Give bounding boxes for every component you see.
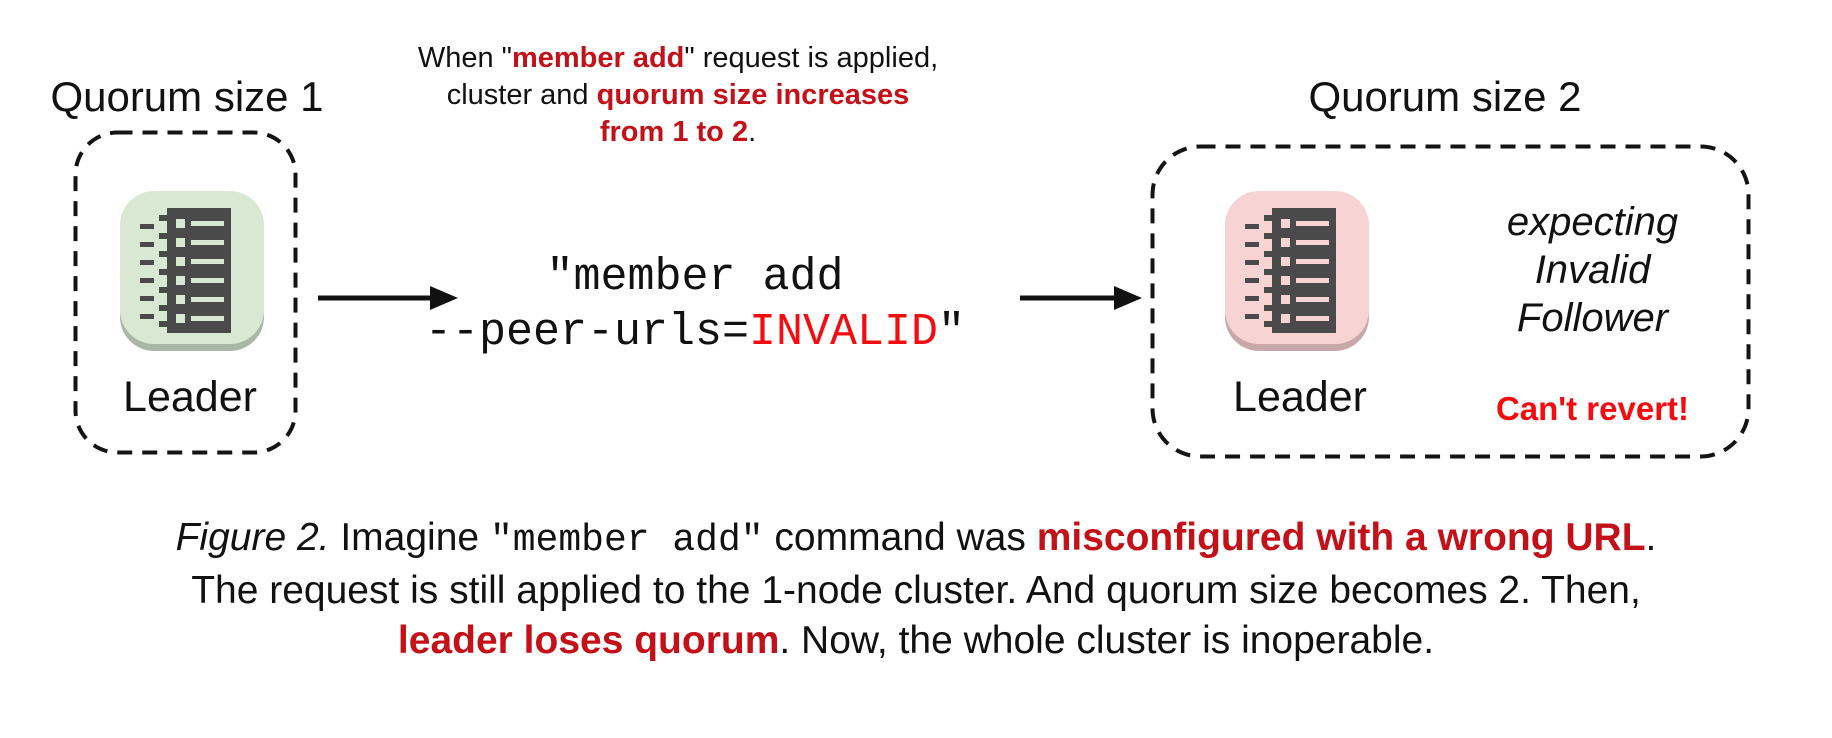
leader-node-icon-pink (1222, 188, 1372, 353)
command-line-1: "member add (546, 252, 844, 303)
caption-text: . (1645, 516, 1657, 559)
arrow-right-icon (318, 286, 458, 310)
left-node-label: Leader (123, 373, 257, 421)
command-text: --peer-urls= (424, 307, 749, 358)
caption-line-3: leader loses quorum. Now, the whole clus… (0, 616, 1832, 666)
command-line-2: --peer-urls=INVALID" (400, 305, 990, 360)
caption-text: Imagine (329, 516, 490, 559)
annotation-text: cluster and (446, 79, 597, 111)
annotation-line-2: cluster and quorum size increases (388, 77, 968, 114)
caption-line-2: The request is still applied to the 1-no… (0, 566, 1832, 616)
caption-text: . Now, the whole cluster is inoperable. (779, 619, 1435, 662)
arrow-right-icon (1020, 286, 1142, 310)
annotation-text: " request is applied, (684, 42, 939, 74)
command-text: " (938, 307, 966, 358)
annotation-text: When " (417, 42, 512, 74)
caption-line-1: Figure 2. Imagine "member add" command w… (0, 513, 1832, 566)
annotation-emphasis: member add (511, 42, 685, 74)
caption-command-text: "member add" (489, 519, 764, 562)
annotation-emphasis: from 1 to 2 (599, 116, 749, 148)
annotation-text: . (748, 116, 757, 148)
annotation-line-3: from 1 to 2. (388, 114, 968, 151)
annotation-line-1: When "member add" request is applied, (388, 40, 968, 77)
right-cluster-boundary (1150, 144, 1751, 459)
leader-node-icon-green (117, 188, 267, 353)
caption-emphasis: leader loses quorum (397, 619, 780, 662)
expectation-line: expecting (1506, 200, 1679, 244)
caption-emphasis: misconfigured with a wrong URL (1036, 516, 1646, 559)
expectation-note: expecting Invalid Follower (1440, 198, 1745, 342)
member-ledger-icon (1225, 191, 1369, 351)
member-add-annotation: When "member add" request is applied, cl… (388, 40, 968, 151)
caption-text: The request is still applied to the 1-no… (191, 569, 1641, 612)
left-cluster-title: Quorum size 1 (50, 73, 324, 120)
figure-number: Figure 2. (175, 516, 330, 559)
caption-text: command was (763, 516, 1037, 559)
member-ledger-icon (120, 191, 264, 351)
command-invalid-value: INVALID (749, 307, 939, 358)
expectation-line: Follower (1516, 296, 1669, 340)
expectation-line: Invalid (1534, 248, 1651, 292)
right-node-label: Leader (1233, 373, 1367, 421)
annotation-emphasis: quorum size increases (596, 79, 910, 111)
figure-caption: Figure 2. Imagine "member add" command w… (0, 513, 1832, 666)
right-cluster-title: Quorum size 2 (1308, 73, 1582, 120)
cant-revert-warning: Can't revert! (1495, 390, 1690, 427)
member-add-command: "member add --peer-urls=INVALID" (400, 250, 990, 360)
